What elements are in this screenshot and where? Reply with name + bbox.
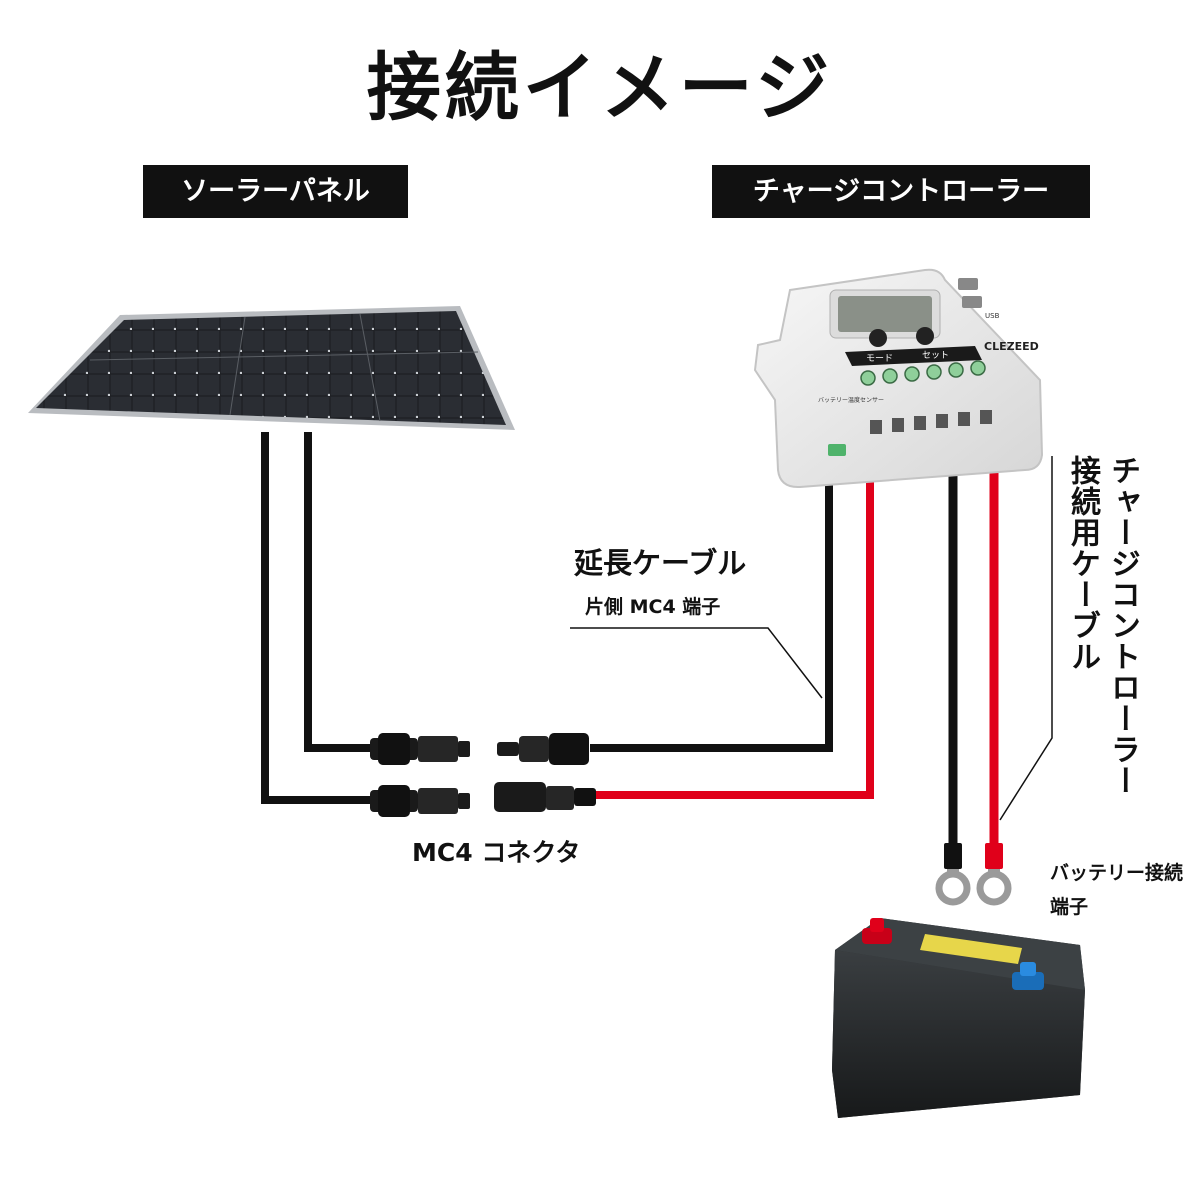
- terminal-screws: [860, 360, 986, 386]
- usb-port-1: [958, 278, 978, 290]
- mc4-connector-positive-right: [494, 782, 596, 812]
- extension-negative-wire: [590, 462, 833, 752]
- mc4-connector-negative-right: [497, 733, 589, 765]
- battery-terminal-label: バッテリー接続端子: [1050, 862, 1184, 918]
- sensor-label: バッテリー温度センサー: [818, 396, 884, 404]
- charge-controller-label: チャージコントローラー: [712, 165, 1090, 218]
- set-button-label: セット: [922, 350, 949, 361]
- brand-logo: CLEZEED: [984, 340, 1039, 353]
- extension-cable-sublabel: 片側 MC4 端子: [585, 596, 721, 618]
- mode-button[interactable]: [869, 329, 887, 347]
- mc4-connector-negative-left: [370, 733, 470, 765]
- battery-negative-post: [1012, 962, 1044, 990]
- mc4-connector-positive-left: [370, 785, 470, 817]
- battery-ring-terminal-positive: [976, 843, 1012, 906]
- sensor-port: [828, 444, 846, 456]
- terminal-block: [870, 410, 992, 434]
- lcd-screen: [838, 296, 932, 332]
- extension-positive-wire: [595, 450, 874, 799]
- usb-label: USB: [985, 312, 1000, 320]
- battery-ring-terminal-negative: [935, 843, 971, 906]
- solar-panel-label: ソーラーパネル: [143, 165, 408, 218]
- controller-cable-label-line2: 接続用ケーブル: [1065, 455, 1100, 672]
- controller-cable-label-line1: チャージコントローラー: [1105, 455, 1140, 796]
- battery: [832, 918, 1085, 1118]
- page-title: 接続イメージ: [366, 45, 834, 131]
- extension-cable-leader: [570, 627, 823, 699]
- extension-cable-label: 延長ケーブル: [574, 546, 747, 580]
- battery-label-sticker: [920, 934, 1022, 964]
- usb-port-2: [962, 296, 982, 308]
- panel-positive-wire: [261, 432, 372, 804]
- mc4-connector-label: MC4 コネクタ: [412, 838, 581, 867]
- set-button[interactable]: [916, 327, 934, 345]
- mode-button-label: モード: [866, 354, 893, 364]
- panel-negative-wire: [304, 432, 372, 752]
- controller-cable-leader: [999, 456, 1053, 821]
- battery-positive-post: [862, 918, 892, 944]
- charge-controller: モード セット CLEZEED USB バッテリー温度センサー: [753, 268, 1044, 489]
- solar-panel: [28, 306, 515, 430]
